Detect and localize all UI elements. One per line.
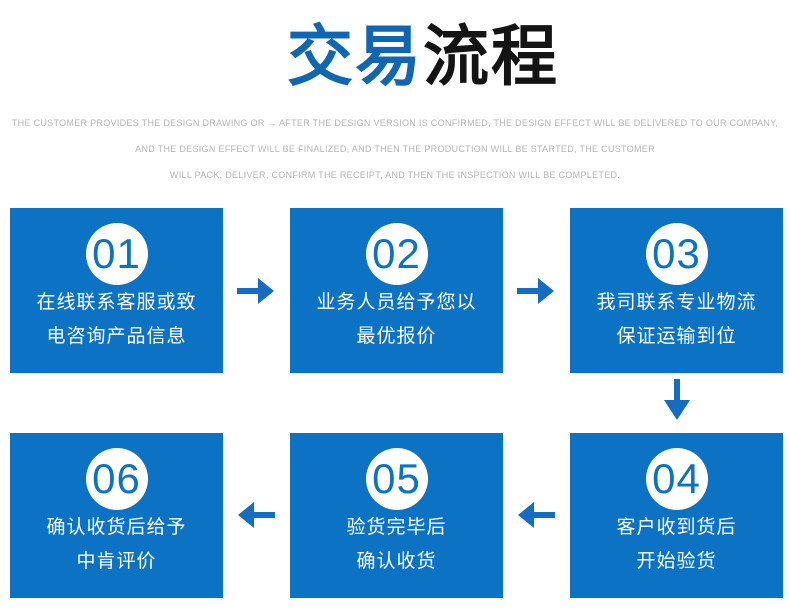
step-06-text-line-1: 确认收货后给予 bbox=[46, 517, 187, 538]
step-05-text-line-2: 确认收货 bbox=[356, 551, 437, 572]
step-03-number: 03 bbox=[652, 230, 701, 277]
step-01-number: 01 bbox=[92, 230, 141, 277]
step-01-text: 在线联系客服或致 电咨询产品信息 bbox=[10, 286, 223, 354]
step-01-number-badge: 01 bbox=[85, 223, 148, 285]
step-card-01: 01 在线联系客服或致 电咨询产品信息 bbox=[10, 208, 223, 373]
arrow-down-icon bbox=[664, 379, 690, 420]
step-05-text-line-1: 验货完毕后 bbox=[346, 517, 447, 538]
step-01-text-line-2: 电咨询产品信息 bbox=[46, 326, 187, 347]
step-06-number: 06 bbox=[92, 455, 141, 502]
step-05-text: 验货完毕后 确认收货 bbox=[290, 511, 503, 579]
subtitle-line-1: THE CUSTOMER PROVIDES THE DESIGN DRAWING… bbox=[11, 118, 779, 128]
step-06-text: 确认收货后给予 中肯评价 bbox=[10, 511, 223, 579]
title-part-black: 流程 bbox=[423, 19, 559, 93]
step-03-text: 我司联系专业物流 保证运输到位 bbox=[570, 286, 783, 354]
subtitle-line-2: AND THE DESIGN EFFECT WILL BE FINALIZED,… bbox=[135, 144, 655, 154]
step-05-number: 05 bbox=[372, 455, 421, 502]
step-02-number-badge: 02 bbox=[365, 223, 428, 285]
step-02-number: 02 bbox=[372, 230, 421, 277]
step-03-text-line-1: 我司联系专业物流 bbox=[596, 292, 757, 313]
step-03-text-line-2: 保证运输到位 bbox=[616, 326, 737, 347]
step-01-text-line-1: 在线联系客服或致 bbox=[36, 292, 197, 313]
step-06-number-badge: 06 bbox=[85, 448, 148, 510]
title-part-blue: 交易 bbox=[287, 19, 423, 93]
step-02-text-line-2: 最优报价 bbox=[356, 326, 437, 347]
step-card-04: 04 客户收到货后 开始验货 bbox=[570, 433, 783, 598]
step-05-number-badge: 05 bbox=[365, 448, 428, 510]
step-02-text-line-1: 业务人员给予您以 bbox=[316, 292, 477, 313]
step-04-text-line-2: 开始验货 bbox=[636, 551, 717, 572]
step-06-text-line-2: 中肯评价 bbox=[76, 551, 157, 572]
arrow-left-icon bbox=[238, 502, 275, 528]
page-title: 交易流程 bbox=[28, 16, 790, 96]
subtitle: THE CUSTOMER PROVIDES THE DESIGN DRAWING… bbox=[0, 110, 790, 188]
step-card-05: 05 验货完毕后 确认收货 bbox=[290, 433, 503, 598]
step-03-number-badge: 03 bbox=[645, 223, 708, 285]
step-04-text-line-1: 客户收到货后 bbox=[616, 517, 737, 538]
step-04-text: 客户收到货后 开始验货 bbox=[570, 511, 783, 579]
arrow-right-icon bbox=[237, 278, 274, 304]
step-04-number-badge: 04 bbox=[645, 448, 708, 510]
step-04-number: 04 bbox=[652, 455, 701, 502]
subtitle-line-3: WILL PACK, DELIVER, CONFIRM THE RECEIPT,… bbox=[169, 170, 621, 180]
arrow-right-icon bbox=[517, 278, 554, 304]
step-card-03: 03 我司联系专业物流 保证运输到位 bbox=[570, 208, 783, 373]
arrow-left-icon bbox=[518, 502, 555, 528]
step-02-text: 业务人员给予您以 最优报价 bbox=[290, 286, 503, 354]
step-card-02: 02 业务人员给予您以 最优报价 bbox=[290, 208, 503, 373]
step-card-06: 06 确认收货后给予 中肯评价 bbox=[10, 433, 223, 598]
